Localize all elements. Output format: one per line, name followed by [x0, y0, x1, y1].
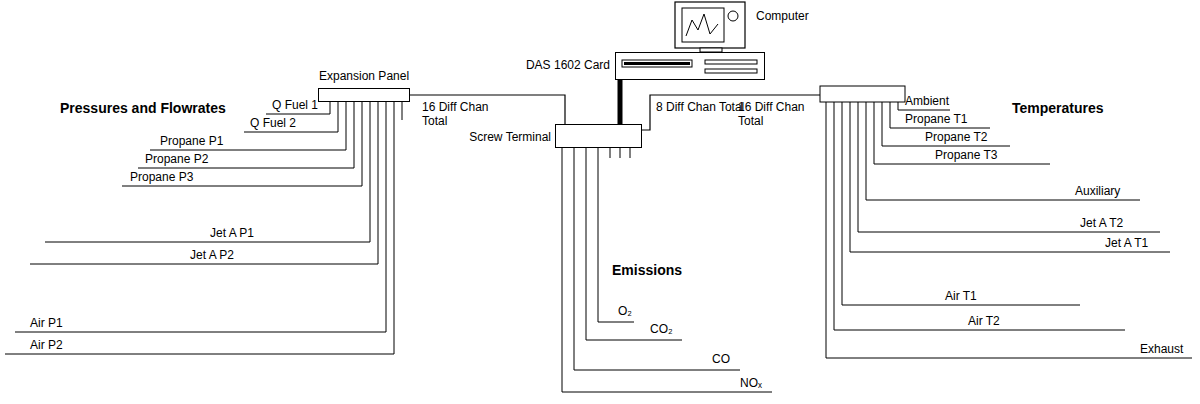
spare-channel-wire: [630, 148, 631, 158]
node-label: Computer: [756, 9, 809, 23]
signal-label: Propane T2: [925, 130, 988, 144]
sensor-wire: [402, 102, 403, 120]
node-label: Screw Terminal: [469, 130, 551, 144]
das-card: [624, 62, 690, 65]
sensor-wire: [45, 102, 370, 242]
signal-label: CO: [712, 352, 730, 366]
signal-label: Jet A P1: [210, 226, 254, 240]
card-slot: [622, 60, 692, 67]
signal-label: Propane P2: [145, 152, 208, 166]
emission-wire: [598, 148, 634, 322]
temperature-channel-wire: [642, 95, 820, 130]
signal-label: Air T1: [945, 289, 977, 303]
sensor-wire: [826, 102, 1192, 358]
signal-label: NOₓ: [740, 376, 762, 390]
screen-dial: [728, 11, 738, 21]
spare-channel-wire: [620, 148, 621, 158]
sensor-wire: [30, 102, 378, 264]
signal-label: Jet A T2: [1080, 216, 1123, 230]
signal-label: Jet A P2: [190, 248, 234, 262]
signal-label: Q Fuel 2: [250, 116, 296, 130]
sensor-wire: [15, 102, 386, 332]
ribbon-cable: [618, 80, 623, 124]
signal-label: Propane P3: [130, 170, 193, 184]
signal-label: Exhaust: [1140, 342, 1183, 356]
drive-slot: [705, 69, 757, 73]
signal-label: Propane T3: [935, 148, 998, 162]
sensor-wire: [834, 102, 1125, 330]
signal-label: Ambient: [905, 94, 949, 108]
emission-wire: [586, 148, 682, 340]
signal-label: 16 Diff Chan Total: [738, 100, 810, 128]
section-heading: Temperatures: [1012, 100, 1104, 117]
screen: [682, 8, 724, 42]
computer-case: ComputerDAS 1602 Card: [615, 52, 765, 80]
signal-label: O₂: [618, 304, 632, 318]
signal-label: CO₂: [650, 322, 673, 336]
signal-label: Air T2: [968, 314, 1000, 328]
sensor-wire: [842, 102, 1080, 305]
section-heading: Emissions: [612, 262, 682, 279]
signal-label: Jet A T1: [1105, 236, 1148, 250]
signal-label: Air P1: [30, 316, 63, 330]
signal-label: 8 Diff Chan Total: [656, 100, 744, 114]
temperature-panel: [820, 86, 905, 102]
edge-label: 16 Diff Chan Total: [422, 100, 494, 128]
signal-label: Propane P1: [160, 134, 223, 148]
signal-label: Air P2: [30, 338, 63, 352]
sensor-wire: [5, 102, 394, 354]
node-label: Expansion Panel: [319, 69, 409, 83]
sensor-wire: [882, 102, 1010, 146]
monitor: [675, 2, 745, 48]
spare-channel-wire: [610, 148, 611, 158]
drive-slot: [705, 60, 757, 64]
emission-wire: [562, 148, 772, 392]
section-heading: Pressures and Flowrates: [60, 100, 226, 117]
signal-label: Auxiliary: [1075, 184, 1120, 198]
sensor-wire: [850, 102, 1170, 252]
sensor-wire: [866, 102, 1140, 200]
signal-label: Q Fuel 1: [272, 98, 318, 112]
emission-wire: [574, 148, 740, 370]
screw-terminal: Screw Terminal: [555, 124, 642, 148]
expansion-panel: Expansion Panel: [318, 88, 410, 102]
signal-label: Propane T1: [905, 112, 968, 126]
sensor-wire: [858, 102, 1160, 232]
screen-graph: [686, 14, 718, 36]
node-label: DAS 1602 Card: [526, 58, 610, 72]
